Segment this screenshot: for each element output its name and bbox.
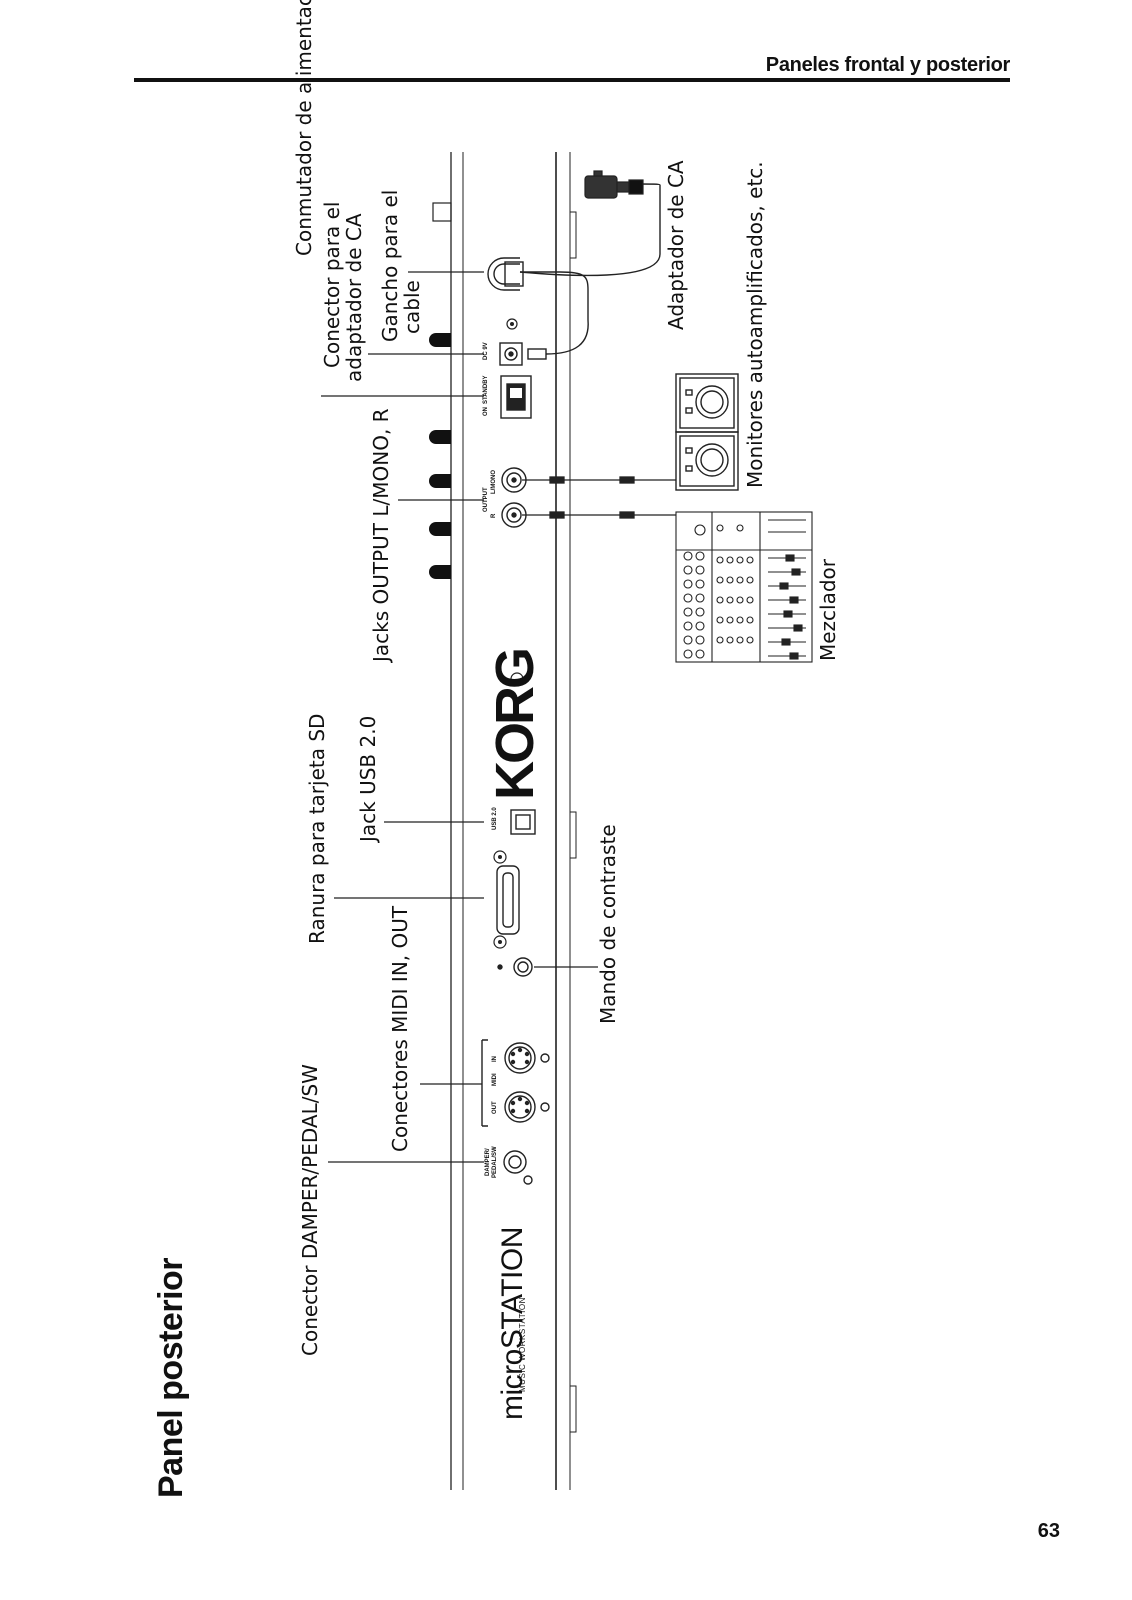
- label-cable-hook-line1: Gancho para el: [378, 189, 402, 342]
- power-switch: [500, 375, 532, 419]
- label-power-switch: Conmutador de alimentación: [292, 0, 316, 256]
- usb-jack: [510, 809, 536, 835]
- panel-body: [432, 152, 577, 1490]
- page-number: 63: [1037, 1520, 1060, 1542]
- output-cables: [522, 476, 676, 519]
- label-mixer: Mezclador: [816, 558, 840, 661]
- marking-pedal-sw: PEDAL/SW: [492, 1146, 498, 1178]
- leader-lines: [321, 271, 598, 1163]
- marking-output: OUTPUT: [483, 487, 489, 512]
- ac-adapter-cable: [519, 183, 661, 360]
- page-header-title: Paneles frontal y posterior: [765, 54, 1011, 76]
- label-output-jacks: Jacks OUTPUT L/MONO, R: [369, 408, 393, 662]
- label-midi-connectors: Conectores MIDI IN, OUT: [388, 905, 412, 1152]
- label-sd-slot: Ranura para tarjeta SD: [305, 713, 329, 944]
- marking-on: ON: [483, 407, 489, 416]
- header-rule: [134, 78, 1010, 82]
- key-end-blocks: [429, 333, 451, 579]
- screw: [506, 318, 518, 330]
- marking-midi-out: OUT: [492, 1101, 498, 1114]
- dc-in-jack: [499, 342, 523, 366]
- label-damper-connector: Conector DAMPER/PEDAL/SW: [298, 1064, 322, 1356]
- ac-adapter: [584, 170, 644, 199]
- model-subtitle: MUSIC WORKSTATION: [518, 1297, 527, 1392]
- section-title: Panel posterior: [152, 1257, 190, 1498]
- marking-damper: DAMPER/: [485, 1148, 491, 1176]
- label-ac-connector-line2: adaptador de CA: [342, 213, 366, 382]
- mixer: [675, 511, 813, 663]
- marking-dc-in: DC 9V: [483, 342, 489, 360]
- speaker-monitors: [675, 373, 739, 491]
- label-cable-hook-line2: cable: [400, 280, 424, 334]
- label-usb-jack: Jack USB 2.0: [356, 715, 380, 842]
- marking-r: R: [491, 513, 497, 518]
- label-ac-adapter: Adaptador de CA: [664, 160, 688, 330]
- label-self-powered-monitors-1: Monitores autoamplificados, etc.: [743, 161, 767, 488]
- marking-l-mono: L/MONO: [491, 470, 497, 494]
- label-contrast-knob: Mando de contraste: [596, 824, 620, 1024]
- marking-standby: STANDBY: [483, 375, 489, 404]
- korg-logo: KORG: [485, 650, 545, 800]
- sd-card-slot: [496, 865, 520, 935]
- midi-connectors: [481, 1039, 550, 1127]
- label-ac-connector-line1: Conector para el: [320, 201, 344, 368]
- output-jacks: [501, 467, 527, 528]
- marking-midi-in: IN: [492, 1056, 498, 1062]
- marking-usb: USB 2.0: [492, 807, 498, 830]
- contrast-knob: [497, 957, 533, 977]
- cable-hook: [487, 257, 524, 291]
- marking-midi: MIDI: [492, 1073, 498, 1086]
- damper-jack: [503, 1150, 533, 1185]
